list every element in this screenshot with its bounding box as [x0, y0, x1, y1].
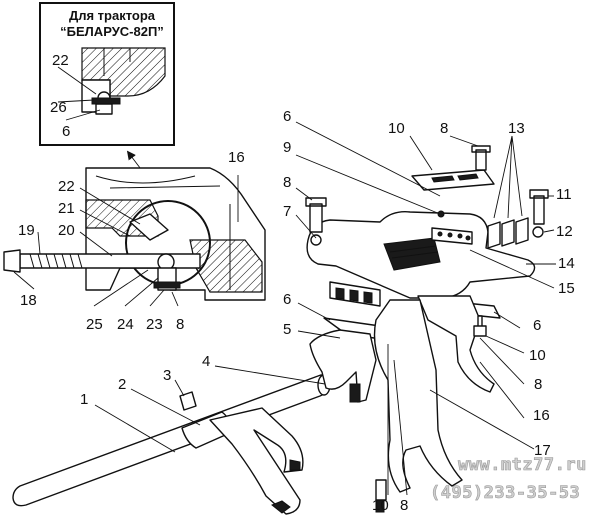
fork-17	[373, 299, 463, 493]
fork-assembly	[305, 145, 549, 513]
label-13: 13	[508, 120, 525, 137]
label-8-left: 8	[283, 174, 291, 191]
rod-end-nut	[3, 249, 21, 273]
shift-shaft-with-fork	[12, 374, 331, 515]
label-22: 22	[58, 178, 75, 195]
label-10-bottom: 10	[372, 497, 389, 514]
label-12: 12	[556, 223, 573, 240]
label-9: 9	[283, 139, 291, 156]
inset-title-line2: “БЕЛАРУС-82П”	[60, 24, 164, 39]
bolt-7	[305, 197, 327, 233]
label-23: 23	[146, 316, 163, 333]
label-14: 14	[558, 255, 575, 272]
leader-lines	[13, 121, 556, 496]
label-2: 2	[118, 376, 126, 393]
inset-label-6: 6	[62, 123, 70, 140]
inset-detail: Для трактора “БЕЛАРУС-82П” 22 26 6	[39, 2, 175, 146]
bolt-11	[529, 189, 549, 225]
watermark-phone: (495)233-35-53	[430, 483, 580, 503]
inset-bolt-head	[95, 103, 113, 115]
label-4: 4	[202, 353, 210, 370]
housing-assembly	[3, 167, 266, 301]
label-8-housing: 8	[176, 316, 184, 333]
inset-label-22: 22	[52, 52, 69, 69]
label-10-right: 10	[529, 347, 546, 364]
bracket	[129, 213, 169, 241]
bolt-8-top	[471, 145, 491, 171]
label-6-right: 6	[533, 317, 541, 334]
inset-label-26: 26	[50, 99, 67, 116]
inset-washer	[91, 97, 121, 105]
inset-leaders	[57, 66, 101, 121]
label-17: 17	[534, 442, 551, 459]
label-24: 24	[117, 316, 134, 333]
label-15: 15	[558, 280, 575, 297]
rod-thread	[29, 253, 83, 269]
label-16-housing: 16	[228, 149, 245, 166]
pin-9	[437, 210, 445, 218]
blocks-13	[487, 217, 529, 249]
label-21: 21	[58, 200, 75, 217]
label-25: 25	[86, 316, 103, 333]
label-3: 3	[163, 367, 171, 384]
bolt-3	[179, 391, 197, 411]
label-19: 19	[18, 222, 35, 239]
washer-8	[310, 234, 322, 246]
lock-washer	[153, 281, 181, 289]
inset-title-line1: Для трактора	[69, 8, 156, 23]
label-10-top: 10	[388, 120, 405, 137]
label-6-top: 6	[283, 108, 291, 125]
fork-2	[209, 407, 304, 515]
label-7: 7	[283, 203, 291, 220]
label-20: 20	[58, 222, 75, 239]
watermark: www.mtz77.ru (495)233-35-53	[430, 455, 587, 504]
label-5: 5	[283, 321, 291, 338]
label-8-bottom: 8	[400, 497, 408, 514]
label-8-right: 8	[534, 376, 542, 393]
label-16-fork: 16	[533, 407, 550, 424]
plate-window	[383, 237, 441, 271]
callout-labels: 1 2 3 4 5 6 6 6 7 8 8 8 8 8 9 10 10 10 1…	[18, 108, 575, 514]
fork-16	[417, 295, 495, 393]
label-1: 1	[80, 391, 88, 408]
fork-pads	[271, 459, 301, 514]
label-8-top: 8	[440, 120, 448, 137]
watermark-site: www.mtz77.ru	[458, 455, 587, 475]
label-6-left: 6	[283, 291, 291, 308]
bolt-8-bottom	[375, 479, 387, 501]
label-18: 18	[20, 292, 37, 309]
washer-12	[532, 226, 544, 238]
label-11: 11	[556, 186, 572, 203]
